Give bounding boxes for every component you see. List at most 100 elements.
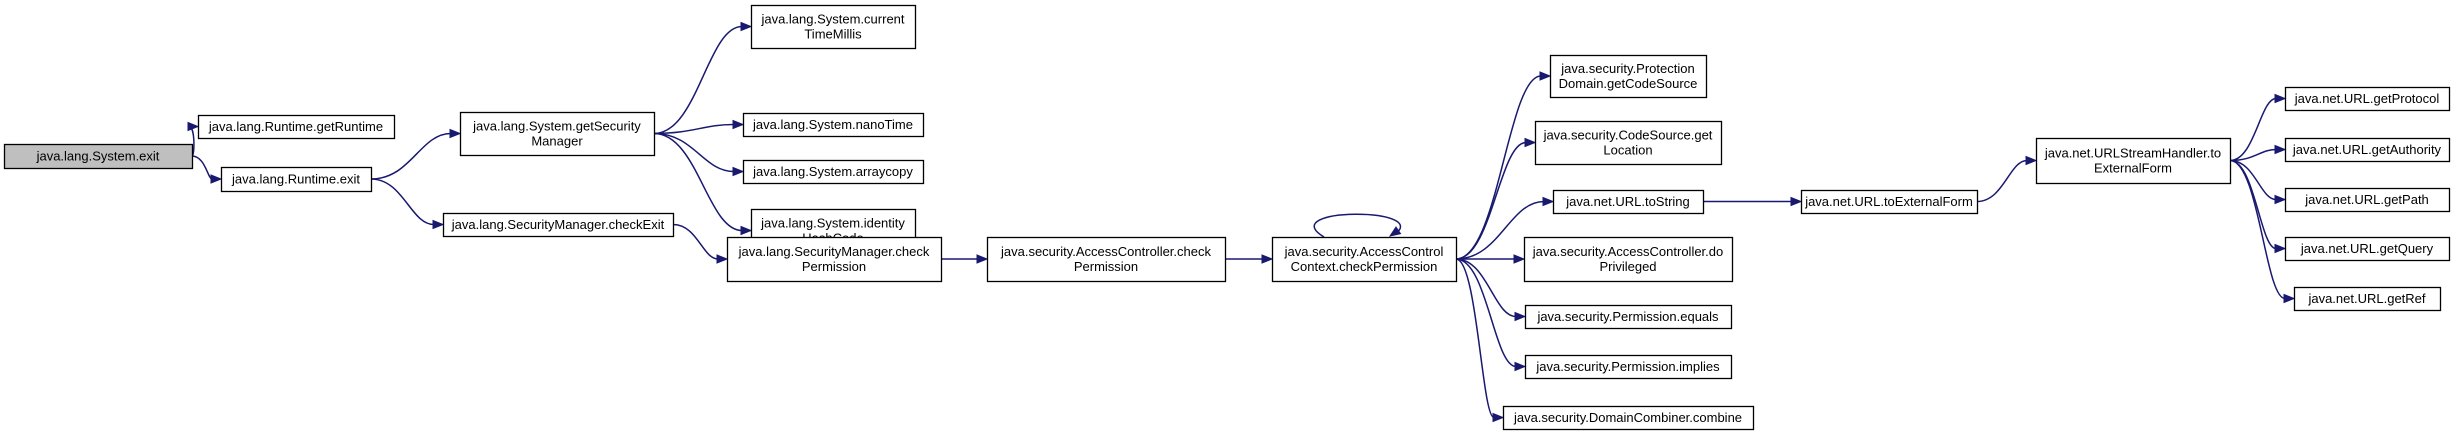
node-n1[interactable]: java.lang.Runtime.getRuntime [197,114,396,140]
node-box [2035,137,2232,185]
node-box [1552,189,1705,215]
node-label: java.security.AccessControl [1284,244,1444,259]
node-box [1534,120,1723,166]
node-box [442,212,675,238]
node-n7[interactable]: java.lang.System.arraycopy [742,159,925,185]
edge-arrowhead [2025,155,2038,166]
node-n16[interactable]: java.security.Permission.equals [1524,304,1733,330]
node-n15[interactable]: java.security.AccessController.doPrivile… [1523,236,1734,283]
node-label: java.net.URL.getQuery [2300,241,2434,256]
node-n22[interactable]: java.net.URL.getAuthority [2284,137,2451,163]
edge-arrowhead [1514,311,1527,322]
edge-arrowhead [976,254,989,264]
edge-n11-n18 [1455,258,1505,423]
node-box [1524,354,1733,380]
edge-n11-n15 [1456,254,1526,264]
edge-arrowhead [1539,71,1552,81]
node-label: Permission [802,259,866,274]
node-n25[interactable]: java.net.URL.getRef [2293,286,2442,312]
edge-arrowhead [1492,412,1505,423]
node-label: java.lang.System.getSecurity [472,119,641,134]
node-label: java.security.AccessController.do [1532,244,1724,259]
node-label: java.lang.System.arraycopy [752,164,913,179]
edge-line [1455,258,1517,318]
edge-n9-n10 [941,254,989,264]
edge-n4-n9 [672,223,729,264]
edge-arrowhead [187,121,200,132]
node-box [1523,236,1734,283]
edge-line [1455,75,1542,260]
node-n6[interactable]: java.lang.System.nanoTime [742,112,925,138]
node-n23[interactable]: java.net.URL.getPath [2284,187,2451,213]
node-n11[interactable]: java.security.AccessControlContext.check… [1271,236,1458,283]
edge-arrowhead [2274,194,2287,205]
edge-line [653,132,735,173]
node-box [1549,54,1708,99]
node-box [2284,86,2451,112]
edge-arrowhead [2283,293,2296,304]
edge-arrowhead [2274,144,2287,155]
node-box [1271,236,1458,283]
edge-line [2229,159,2286,300]
edge-arrowhead [1542,196,1555,207]
edge-arrowhead [432,219,445,230]
edge-line [653,123,735,135]
node-n24[interactable]: java.net.URL.getQuery [2284,236,2451,262]
node-box [1800,189,1979,215]
node-label: Context.checkPermission [1291,259,1438,274]
node-box [197,114,396,140]
node-label: Privileged [1599,259,1656,274]
edge-n11-n11 [1313,213,1402,238]
node-n9[interactable]: java.lang.SecurityManager.checkPermissio… [726,236,943,283]
edges-layer [187,21,2296,423]
edge-line [1455,258,1495,419]
node-n14[interactable]: java.net.URL.toString [1552,189,1705,215]
node-n0[interactable]: java.lang.System.exit [3,143,194,170]
edge-n3-n8 [653,132,753,236]
edge-n20-n21 [2229,93,2287,162]
node-label: java.security.AccessController.check [1000,244,1212,259]
edge-line [2229,159,2277,250]
edge-arrowhead [1524,137,1537,148]
node-box [742,112,925,138]
node-box [1502,405,1755,431]
edge-arrowhead [2274,93,2287,104]
edge-arrowhead [716,254,729,264]
edge-n3-n6 [653,119,745,135]
node-box [2284,137,2451,163]
edge-n3-n5 [653,21,753,135]
node-label: TimeMillis [804,27,862,42]
edge-line [191,155,213,180]
node-box [2284,187,2451,213]
node-box [459,111,656,157]
node-label: java.net.URL.getAuthority [2292,142,2442,157]
edge-line [1455,141,1527,260]
node-box [742,159,925,185]
edge-n20-n25 [2229,159,2296,304]
node-n19[interactable]: java.net.URL.toExternalForm [1800,189,1979,215]
edge-arrowhead [1261,254,1274,264]
node-n20[interactable]: java.net.URLStreamHandler.toExternalForm [2035,137,2232,185]
node-n4[interactable]: java.lang.SecurityManager.checkExit [442,212,675,238]
node-label: java.lang.System.nanoTime [752,117,913,132]
node-box [220,166,373,193]
edge-arrowhead [740,21,753,32]
edge-n2-n4 [370,178,445,230]
node-n12[interactable]: java.security.ProtectionDomain.getCodeSo… [1549,54,1708,99]
edge-n11-n17 [1455,258,1527,372]
edge-line [672,223,719,260]
node-n17[interactable]: java.security.Permission.implies [1524,354,1733,380]
node-n21[interactable]: java.net.URL.getProtocol [2284,86,2451,112]
node-n18[interactable]: java.security.DomainCombiner.combine [1502,405,1755,431]
node-box [2293,286,2442,312]
node-label: java.net.URL.getRef [2307,291,2425,306]
edge-n19-n20 [1976,155,2038,203]
edge-n20-n24 [2229,159,2287,254]
node-n2[interactable]: java.lang.Runtime.exit [220,166,373,193]
node-n10[interactable]: java.security.AccessController.checkPerm… [986,236,1227,283]
node-label: java.lang.Runtime.exit [231,172,360,187]
